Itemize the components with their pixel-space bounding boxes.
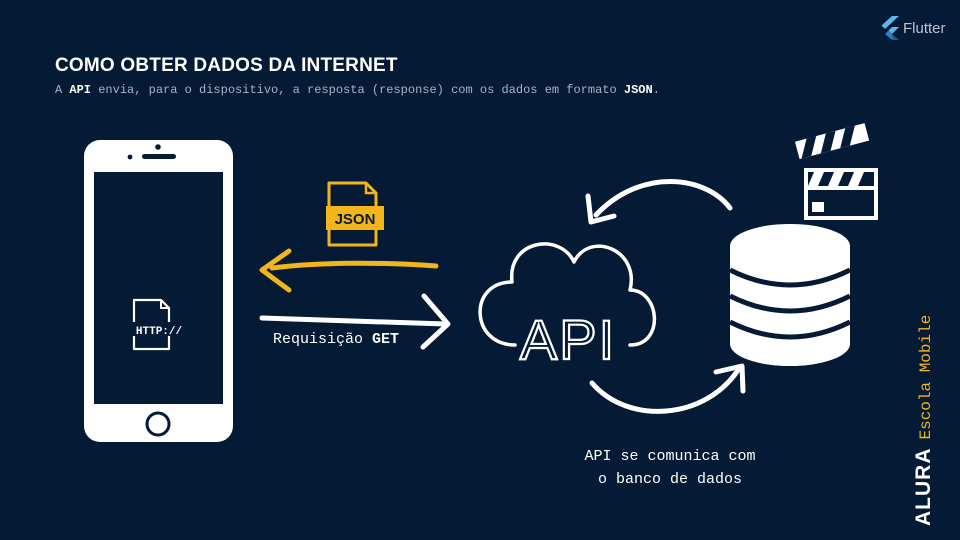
brand-escola: Escola Mobile xyxy=(917,314,935,440)
clapperboard-icon xyxy=(794,123,878,220)
phone-icon xyxy=(84,140,233,442)
api-label: API xyxy=(520,308,616,371)
json-file-label: JSON xyxy=(335,211,376,228)
flutter-label: Flutter xyxy=(903,19,946,37)
db-caption-line2: o banco de dados xyxy=(597,471,743,488)
subtitle-json: JSON xyxy=(623,83,653,97)
lower-curved-arrow xyxy=(589,363,746,414)
request-label-method: GET xyxy=(372,331,400,348)
json-file-icon xyxy=(326,181,384,247)
subtitle-api: API xyxy=(69,83,92,97)
db-caption-line1: API se comunica com xyxy=(584,448,756,465)
upper-curved-arrow xyxy=(585,179,733,225)
request-arrow xyxy=(259,293,451,350)
subtitle-middle: envia, para o dispositivo, a resposta (r… xyxy=(91,83,624,97)
page-title: COMO OBTER DADOS DA INTERNET xyxy=(55,55,398,76)
subtitle-prefix: A xyxy=(55,83,70,97)
subtitle-suffix: . xyxy=(652,83,660,97)
http-file-icon xyxy=(130,298,186,351)
request-label: Requisição GET xyxy=(273,331,399,348)
http-label: HTTP:// xyxy=(136,326,183,338)
cloud-icon xyxy=(478,242,657,347)
flutter-logo: Flutter xyxy=(880,16,946,40)
brand-alura: ALURA xyxy=(912,447,935,527)
flutter-icon xyxy=(881,16,899,40)
db-caption: API se comunica com o banco de dados xyxy=(560,445,780,491)
page-subtitle: A API envia, para o dispositivo, a respo… xyxy=(55,83,660,97)
request-label-prefix: Requisição xyxy=(273,331,373,348)
side-brand: ALURA Escola Mobile xyxy=(912,300,960,530)
response-arrow xyxy=(259,248,439,293)
database-icon xyxy=(728,224,852,366)
